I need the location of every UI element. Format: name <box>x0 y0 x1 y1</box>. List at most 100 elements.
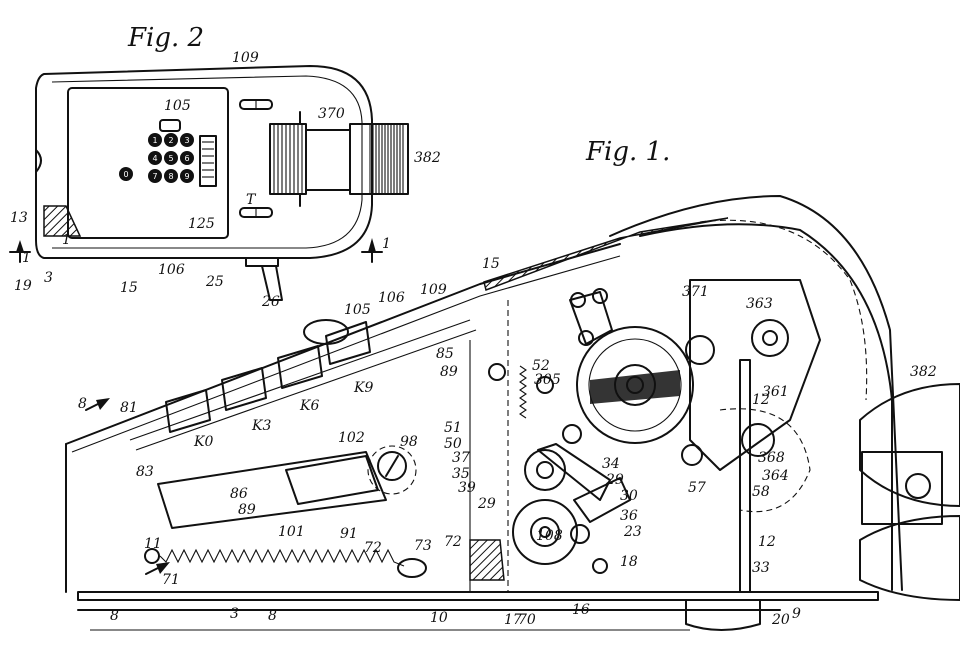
fig1-key-K0 <box>165 389 211 433</box>
fig1-title: Fig. 1. <box>585 137 670 167</box>
keypad-key <box>164 133 178 147</box>
reference-numeral: 37 <box>452 450 470 466</box>
fig1-slide-body <box>157 451 387 529</box>
fig1-keys <box>129 319 477 451</box>
reference-numeral: 20 <box>771 612 790 628</box>
reference-numeral: 3 <box>230 606 239 622</box>
reference-numeral: 109 <box>232 50 259 66</box>
reference-numeral: 363 <box>746 296 773 312</box>
keypad-key <box>164 151 178 165</box>
reference-numeral: 361 <box>762 384 789 400</box>
keypad-key <box>164 169 178 183</box>
keypad-key-label: 1 <box>152 136 157 145</box>
fig1-rack-34 <box>537 443 611 501</box>
fig2-keyboard-plate <box>67 87 229 239</box>
reference-numeral: 34 <box>602 456 620 472</box>
reference-numeral: 382 <box>414 150 441 166</box>
fig1-key-K6 <box>277 345 323 389</box>
reference-numeral: 371 <box>682 284 709 300</box>
fig1-slide-head <box>285 455 379 505</box>
reference-numeral: 15 <box>120 280 138 296</box>
fig1-wheel-368 <box>741 423 775 457</box>
fig1-pin-72-left <box>144 548 160 564</box>
fig1-lever-105 <box>303 319 349 345</box>
reference-numeral: 1 <box>382 236 391 252</box>
fig1-rack-30 <box>573 477 631 523</box>
fig1-housing-top-inner <box>71 255 621 453</box>
reference-numeral: 1 <box>22 250 31 266</box>
reference-numeral: 12 <box>752 392 770 408</box>
reference-numeral: 98 <box>400 434 418 450</box>
fig1-casing-inner <box>639 223 893 591</box>
fig2-display-lines <box>202 141 214 178</box>
keypad-key-label: 7 <box>152 172 157 181</box>
reference-numeral: 102 <box>338 430 365 446</box>
fig1-spring-52 <box>519 365 527 419</box>
fig1-key-K3 <box>221 367 267 411</box>
reference-numeral: T <box>246 192 257 208</box>
reference-numeral: 57 <box>688 480 706 496</box>
fig1-slide-102 <box>157 445 417 529</box>
fig1-main-gear-inner <box>588 338 682 432</box>
fig1-main-gear-axle <box>626 376 644 394</box>
fig1-main-gear-arm <box>590 370 680 404</box>
fig2-handle-grip-26 <box>261 265 283 301</box>
fig1-pinion-33 <box>592 558 608 574</box>
reference-numeral: 370 <box>318 106 345 122</box>
keypad-key <box>148 133 162 147</box>
reference-numeral: 30 <box>620 488 638 504</box>
reference-numeral: 33 <box>752 560 770 576</box>
reference-numeral: 12 <box>758 534 776 550</box>
fig1-key-rail-lower <box>135 329 477 451</box>
fig2-roll-core <box>305 129 351 191</box>
fig1-pinion-37 <box>562 424 582 444</box>
reference-numeral: 91 <box>340 526 358 542</box>
reference-numeral: 368 <box>758 450 785 466</box>
fig2-housing <box>35 65 373 259</box>
keypad-key-label: 0 <box>123 170 128 179</box>
fig1-frame-plate-12 <box>739 359 751 593</box>
keypad-key-label: 4 <box>152 154 157 163</box>
fig1-gear-18-hub <box>530 517 560 547</box>
fig1-wheel-57 <box>681 444 703 466</box>
keypad-key-label: 2 <box>168 136 173 145</box>
reference-numeral: K0 <box>193 434 213 450</box>
reference-numeral: 81 <box>120 400 138 416</box>
reference-numeral: 9 <box>792 606 801 622</box>
reference-numeral: 83 <box>136 464 154 480</box>
reference-numeral: 108 <box>536 528 563 544</box>
reference-numeral: 29 <box>605 472 624 488</box>
reference-numeral: 125 <box>188 216 215 232</box>
reference-numeral: 29 <box>477 496 496 512</box>
reference-numeral: 1 <box>62 232 71 248</box>
reference-numeral: 105 <box>164 98 191 114</box>
reference-numeral: 71 <box>162 572 180 588</box>
fig1-pin-89 <box>488 363 506 381</box>
fig1-wheel-363 <box>751 319 789 357</box>
reference-numeral: 19 <box>14 278 32 294</box>
fig2-handle-stem-25 <box>245 257 279 267</box>
reference-numeral: 52 <box>532 358 550 374</box>
fig1-pin-72-right <box>397 558 427 578</box>
fig1-spring-73 <box>159 548 405 567</box>
reference-numeral: 106 <box>378 290 405 306</box>
keypad-key <box>180 169 194 183</box>
reference-numeral: 51 <box>444 420 462 436</box>
reference-numeral: 18 <box>620 554 638 570</box>
reference-numeral: 72 <box>364 540 382 556</box>
fig1-casing-dashed <box>699 219 868 401</box>
reference-numeral: 85 <box>436 346 454 362</box>
keypad-key <box>148 169 162 183</box>
keypad-key <box>180 151 194 165</box>
fig1-casing-outer <box>609 195 903 591</box>
reference-numeral: 25 <box>205 274 224 290</box>
reference-numeral: 101 <box>278 524 305 540</box>
reference-numeral: 89 <box>440 364 458 380</box>
fig2-paper-roll <box>269 111 409 207</box>
fig1-bracket-70 <box>469 539 505 581</box>
fig1-wheel-right-small <box>685 335 715 365</box>
fig1-roll-axle <box>905 473 931 499</box>
